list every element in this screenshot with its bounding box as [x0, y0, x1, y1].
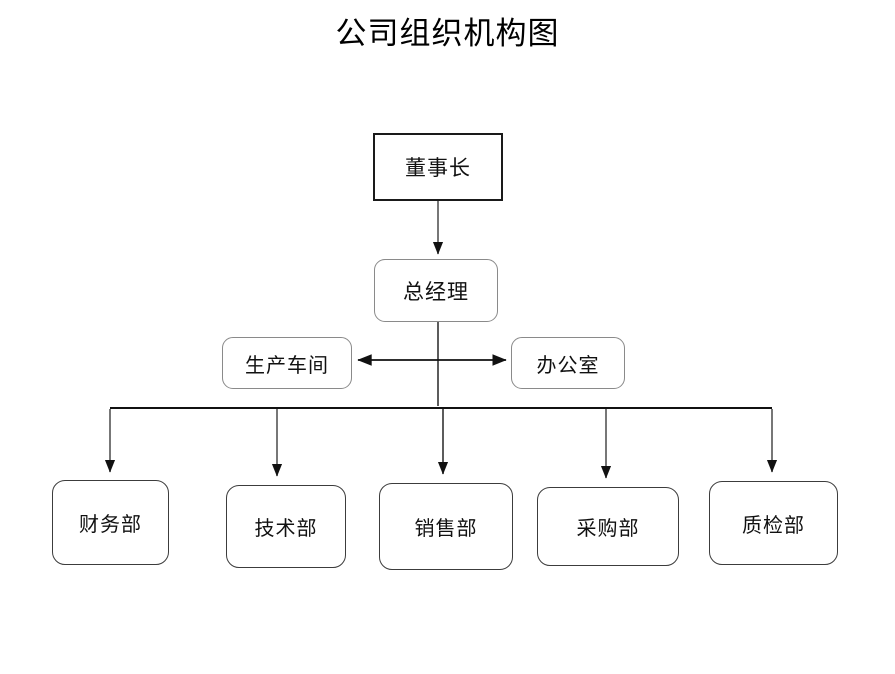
node-purchasing-department-label: 采购部: [576, 516, 640, 540]
node-finance-department[interactable]: 财务部: [52, 480, 169, 565]
page-title: 公司组织机构图: [335, 16, 560, 52]
node-technology-department[interactable]: 技术部: [226, 485, 346, 568]
node-general-manager-label: 总经理: [403, 279, 469, 304]
node-technology-department-label: 技术部: [254, 516, 318, 540]
node-finance-department-label: 财务部: [79, 512, 142, 536]
node-quality-inspection-department-label: 质检部: [742, 512, 805, 537]
node-production-workshop[interactable]: 生产车间: [222, 337, 352, 389]
node-office[interactable]: 办公室: [511, 337, 625, 389]
node-office-label: 办公室: [536, 352, 600, 377]
node-sales-department[interactable]: 销售部: [379, 483, 513, 570]
node-chairman-label: 董事长: [405, 156, 471, 180]
node-purchasing-department[interactable]: 采购部: [537, 487, 679, 566]
node-sales-department-label: 销售部: [414, 516, 478, 540]
node-production-workshop-label: 生产车间: [245, 352, 329, 377]
node-general-manager[interactable]: 总经理: [374, 259, 498, 322]
node-quality-inspection-department[interactable]: 质检部: [709, 481, 838, 565]
node-chairman[interactable]: 董事长: [373, 133, 503, 201]
